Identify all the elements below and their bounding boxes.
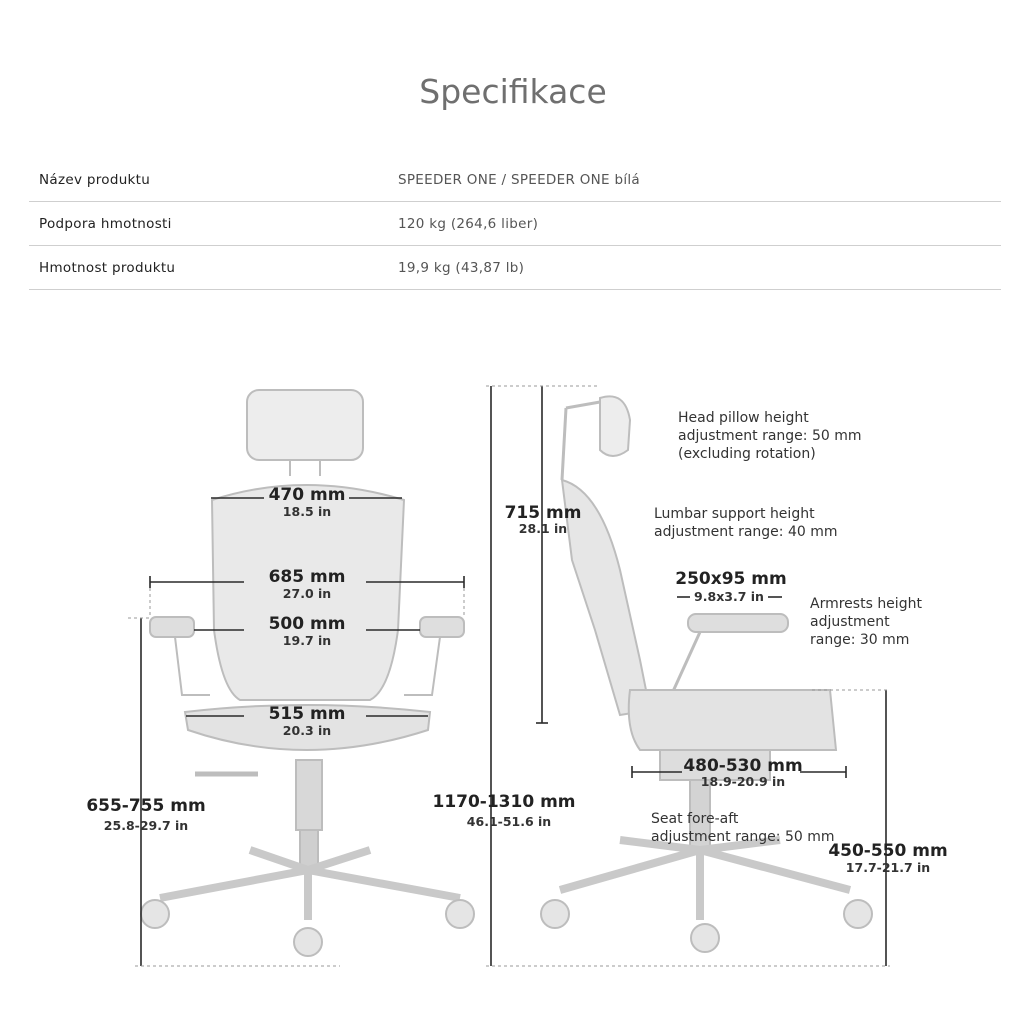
backrest-height-in: 28.1 in <box>519 521 567 536</box>
spec-value: SPEEDER ONE / SPEEDER ONE bílá <box>398 158 1001 202</box>
head-note-line: Head pillow height <box>678 410 809 426</box>
seat-height-in: 17.7-21.7 in <box>846 860 930 875</box>
back-width-in: 18.5 in <box>283 504 331 519</box>
lumbar-note-line: Lumbar support height <box>654 506 815 522</box>
spec-table: Název produktu SPEEDER ONE / SPEEDER ONE… <box>29 158 1001 290</box>
page-title: Specifikace <box>419 72 607 111</box>
seat-height-mm: 450-550 mm <box>828 841 947 861</box>
spec-value: 19,9 kg (43,87 lb) <box>398 245 1001 290</box>
arm-span-in: 27.0 in <box>283 586 331 601</box>
seat-note-line: Seat fore-aft <box>651 811 739 827</box>
side-chair-illustration <box>540 395 873 953</box>
armrest-note-line: adjustment <box>810 614 890 630</box>
total-height-in: 46.1-51.6 in <box>467 814 551 829</box>
spec-label: Podpora hmotnosti <box>29 201 398 246</box>
table-row: Název produktu SPEEDER ONE / SPEEDER ONE… <box>29 158 1001 202</box>
seat-width-in: 20.3 in <box>283 723 331 738</box>
total-height-mm: 1170-1310 mm <box>432 792 575 812</box>
head-note-line: (excluding rotation) <box>678 446 816 462</box>
inner-arm-mm: 500 mm <box>269 614 346 634</box>
armrest-height-in: 25.8-29.7 in <box>104 818 188 833</box>
seat-width-mm: 515 mm <box>269 704 346 724</box>
seat-note-line: adjustment range: 50 mm <box>651 829 835 845</box>
table-row: Podpora hmotnosti 120 kg (264,6 liber) <box>29 201 1001 246</box>
armrest-note-line: Armrests height <box>810 596 922 612</box>
lumbar-note-line: adjustment range: 40 mm <box>654 524 838 540</box>
seat-depth-mm: 480-530 mm <box>683 756 802 776</box>
spec-label: Název produktu <box>29 158 398 202</box>
inner-arm-in: 19.7 in <box>283 633 331 648</box>
seat-depth-in: 18.9-20.9 in <box>701 774 785 789</box>
backrest-height-mm: 715 mm <box>505 503 582 523</box>
arm-span-mm: 685 mm <box>269 567 346 587</box>
table-row: Hmotnost produktu 19,9 kg (43,87 lb) <box>29 245 1001 290</box>
chair-dimension-diagram: 470 mm 18.5 in 685 mm 27.0 in 500 mm 19.… <box>0 330 1026 990</box>
armrest-height-mm: 655-755 mm <box>86 796 205 816</box>
armrest-note-line: range: 30 mm <box>810 632 909 648</box>
armpad-in: 9.8x3.7 in <box>694 589 764 604</box>
front-chair-illustration <box>140 389 475 957</box>
armpad-mm: 250x95 mm <box>675 569 786 589</box>
spec-label: Hmotnost produktu <box>29 245 398 290</box>
head-note-line: adjustment range: 50 mm <box>678 428 862 444</box>
back-width-mm: 470 mm <box>269 485 346 505</box>
spec-value: 120 kg (264,6 liber) <box>398 201 1001 246</box>
